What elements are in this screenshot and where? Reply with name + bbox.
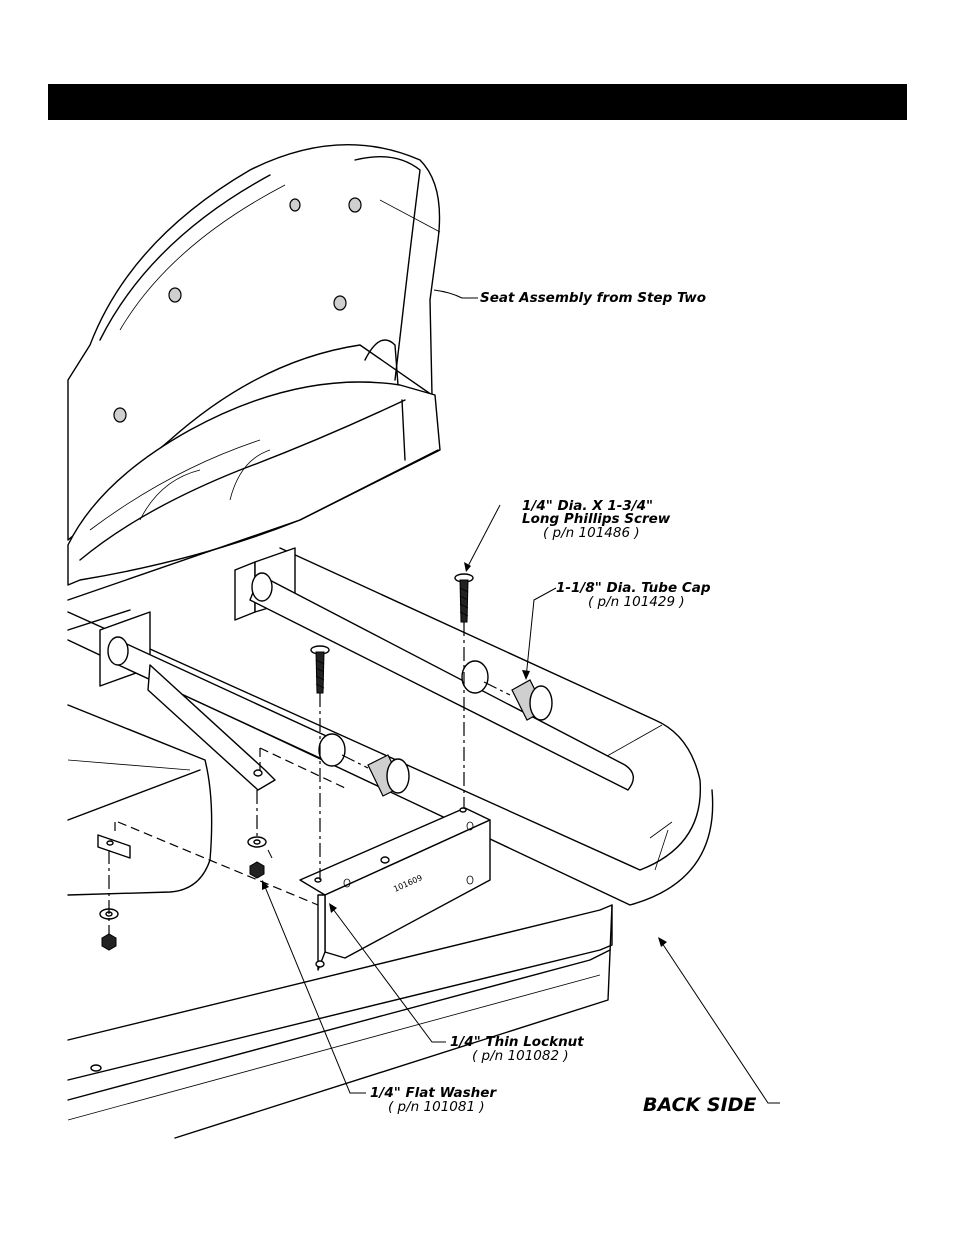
locknut-left <box>102 934 116 950</box>
tub-inner <box>68 705 212 895</box>
tub-tabs <box>98 835 130 858</box>
seat-assembly-label: Seat Assembly from Step Two <box>480 290 706 306</box>
flat-washer-right <box>248 837 266 847</box>
phillips-screw-upper <box>455 574 473 622</box>
washer-part-number: ( p/n 101081 ) <box>388 1099 485 1115</box>
mounting-bracket: 101609 <box>300 808 490 970</box>
locknut-right <box>250 862 264 878</box>
screw-part-number: ( p/n 101486 ) <box>543 525 640 541</box>
back-side-label: BACK SIDE <box>643 1094 756 1116</box>
tube-cap-part-number: ( p/n 101429 ) <box>588 594 685 610</box>
upper-tube-end <box>462 661 488 693</box>
tube-cap-lower <box>368 755 409 796</box>
phillips-screw-lower <box>311 646 329 693</box>
locknut-part-number: ( p/n 101082 ) <box>472 1048 569 1064</box>
rim-hole <box>91 1065 101 1071</box>
lower-tube-end <box>319 734 345 766</box>
support-tubes <box>108 573 633 790</box>
